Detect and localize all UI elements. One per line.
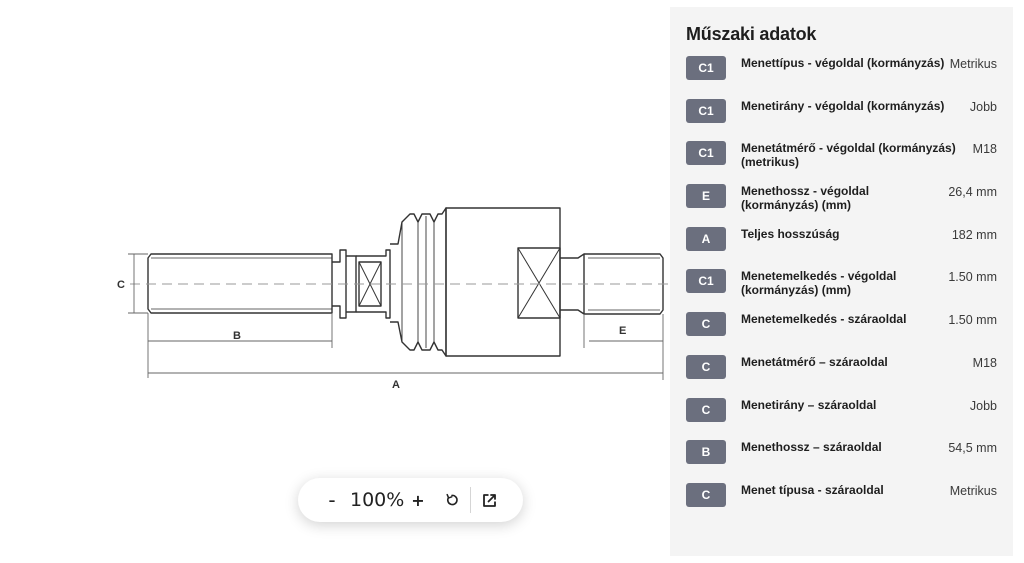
zoom-level: 100% [350,489,405,511]
spec-value: Jobb [969,398,997,413]
dimension-label-c: C [117,279,125,291]
spec-badge: B [686,440,726,465]
spec-value: Jobb [969,99,997,114]
spec-badge: C [686,354,726,379]
spec-value: 1.50 mm [948,270,997,285]
spec-badge: C [686,482,726,507]
spec-badge: C [686,397,726,422]
zoom-out-button[interactable]: - [328,488,336,512]
spec-value: M18 [972,355,997,370]
dimension-label-a: A [392,379,400,391]
external-link-icon[interactable] [481,492,497,508]
spec-badge: E [686,184,726,209]
spec-label: Menetemelkedés - végoldal (kormányzás) (… [741,269,897,297]
spec-value: 182 mm [951,227,997,242]
spec-row: E Menethossz - végoldal (kormányzás) (mm… [686,184,997,227]
tie-rod-drawing-svg: C B E A [117,207,670,391]
spec-row: B Menethossz – száraoldal 54,5 mm [686,440,997,483]
spec-row: C1 Menetátmérő - végoldal (kormányzás) (… [686,141,997,184]
spec-value: 1.50 mm [948,313,997,328]
spec-row: A Teljes hosszúság 182 mm [686,226,997,270]
spec-label: Menethossz – száraoldal [741,440,882,455]
spec-badge: A [686,226,726,251]
spec-badge: C1 [686,269,726,294]
spec-label: Menetirány – száraoldal [741,397,877,412]
product-drawing[interactable]: C B E A [0,0,670,563]
technical-data-panel: Műszaki adatok C1 Menettípus - végoldal … [670,7,1013,556]
spec-value: 26,4 mm [948,185,997,200]
spec-value: 54,5 mm [948,441,997,456]
dimension-label-e: E [619,325,626,337]
toolbar-divider [470,487,471,513]
zoom-toolbar: - 100% + [298,478,523,522]
spec-badge: C1 [686,141,726,166]
panel-title: Műszaki adatok [686,24,817,44]
spec-row: C Menet típusa - száraoldal Metrikus [686,482,997,526]
spec-badge: C [686,312,726,337]
spec-label: Teljes hosszúság [741,226,840,241]
spec-row: C1 Menetemelkedés - végoldal (kormányzás… [686,269,997,312]
spec-row: C1 Menettípus - végoldal (kormányzás) Me… [686,56,997,99]
zoom-in-button[interactable]: + [411,490,425,510]
spec-row: C Menetirány – száraoldal Jobb [686,397,997,441]
spec-label: Menetátmérő – száraoldal [741,354,888,369]
spec-badge: C1 [686,98,726,123]
spec-row: C1 Menetirány - végoldal (kormányzás) Jo… [686,98,997,142]
spec-value: Metrikus [949,483,997,498]
housing [445,207,561,357]
spec-label: Menetátmérő - végoldal (kormányzás) (met… [741,141,956,169]
spec-badge: C1 [686,56,726,80]
spec-label: Menet típusa - száraoldal [741,482,884,497]
left-thread-shaft [147,253,333,314]
rotate-ccw-icon[interactable] [444,492,460,508]
large-hex [517,247,561,319]
spec-value: M18 [972,142,997,157]
spec-row: C Menetátmérő – száraoldal M18 [686,354,997,398]
spec-label: Menetirány - végoldal (kormányzás) [741,98,945,113]
spec-label: Menethossz - végoldal (kormányzás) (mm) [741,184,870,212]
spec-value: Metrikus [949,57,997,71]
spec-row: C Menetemelkedés - száraoldal 1.50 mm [686,312,997,355]
dimension-label-b: B [233,330,241,342]
spec-list: C1 Menettípus - végoldal (kormányzás) Me… [686,56,997,526]
spec-label: Menettípus - végoldal (kormányzás) [741,56,945,70]
spec-label: Menetemelkedés - száraoldal [741,312,907,327]
